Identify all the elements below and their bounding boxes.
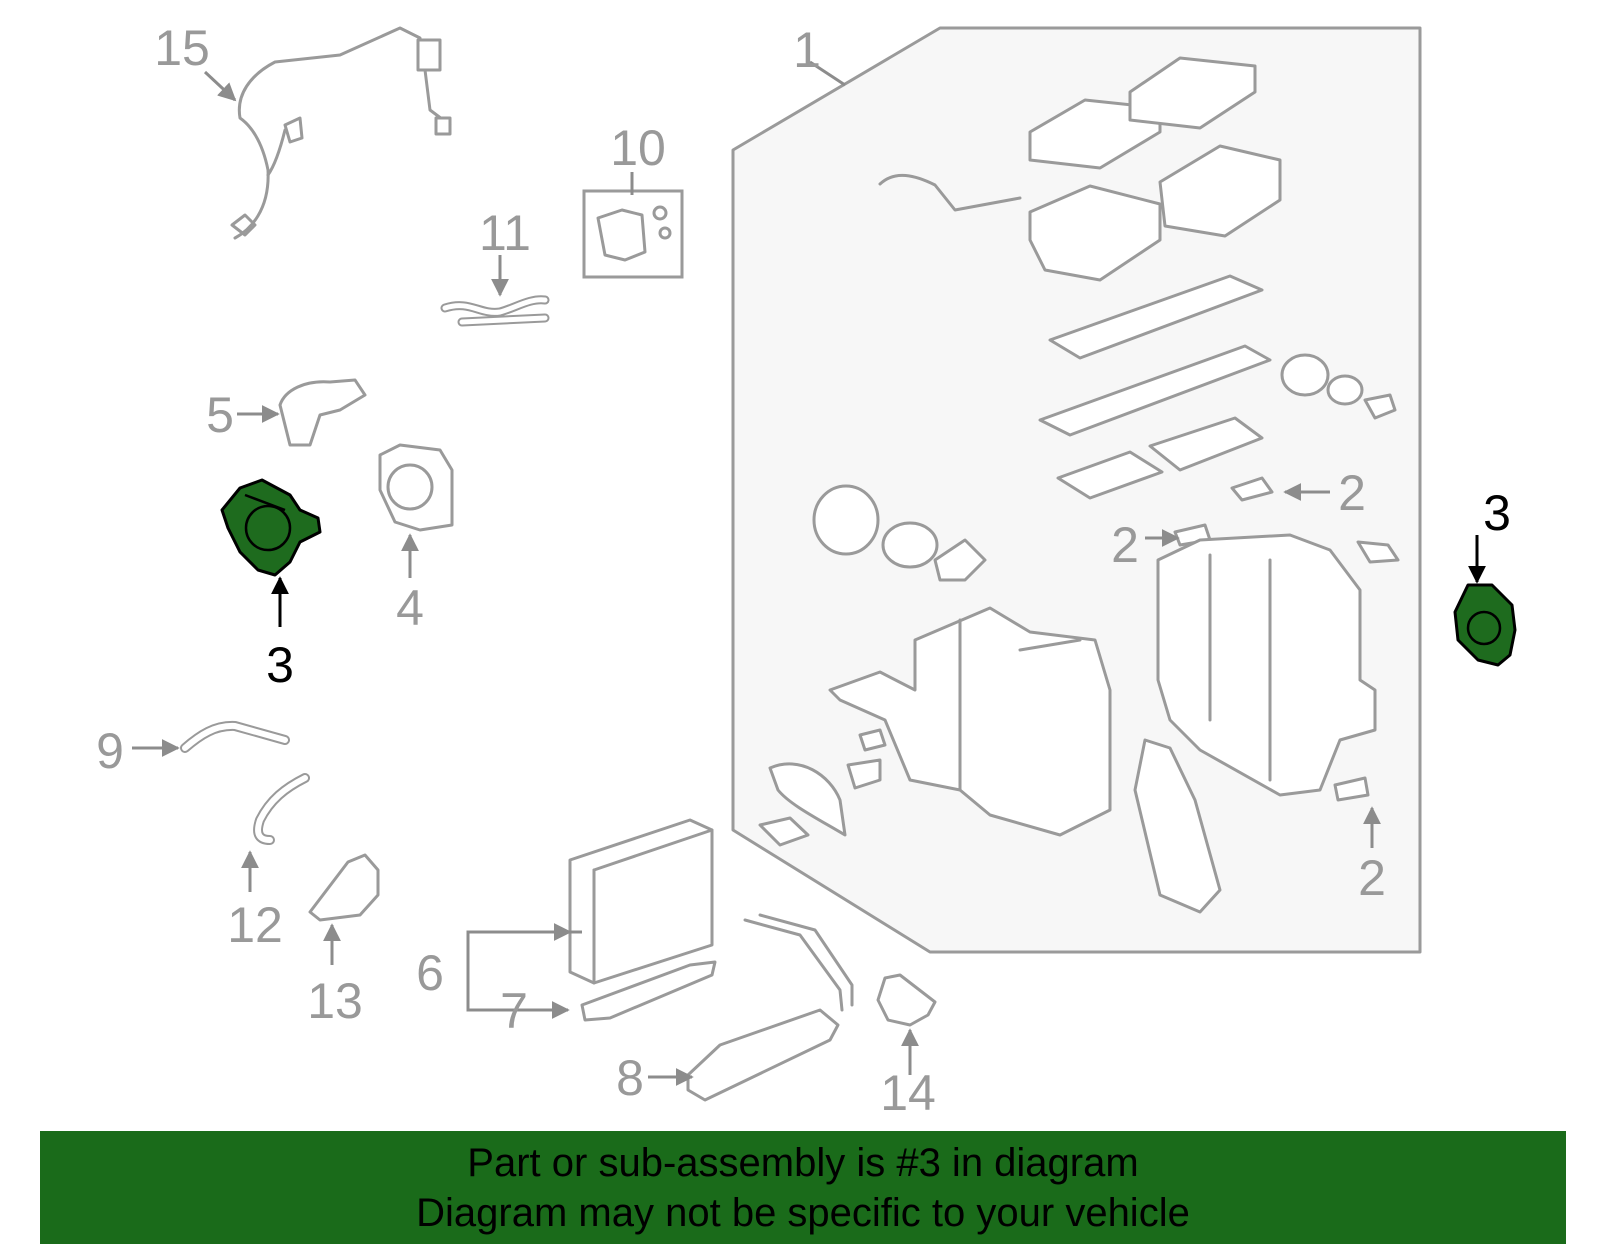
clip-2c — [1333, 776, 1370, 802]
callout-5: 5 — [206, 387, 234, 443]
leader-1 — [809, 60, 846, 87]
callout-2b: 2 — [1111, 517, 1139, 573]
actuator-4 — [378, 443, 454, 578]
wiring-harness — [230, 26, 452, 240]
heater-core-8 — [648, 913, 854, 1102]
actuator-3-left — [220, 478, 322, 627]
footer-banner: Part or sub-assembly is #3 in diagram Di… — [40, 1131, 1566, 1244]
clip-2a — [1230, 476, 1274, 502]
callout-11: 11 — [479, 205, 531, 261]
evaporator-6 — [466, 818, 714, 1019]
callout-4: 4 — [396, 580, 424, 636]
leader-15 — [203, 70, 237, 102]
hvac-case-assembly — [731, 26, 1422, 954]
callout-10: 10 — [610, 120, 666, 176]
hose-12 — [241, 773, 310, 892]
callout-14: 14 — [880, 1065, 936, 1121]
callout-2c: 2 — [1358, 850, 1386, 906]
callout-12: 12 — [227, 897, 283, 953]
callout-8: 8 — [616, 1050, 644, 1106]
callout-3-right: 3 — [1483, 485, 1511, 541]
bracket-14 — [876, 973, 937, 1075]
callout-7: 7 — [500, 983, 528, 1039]
duct-5 — [237, 378, 367, 447]
callout-3-left: 3 — [266, 637, 294, 693]
actuator-3-right — [1453, 535, 1517, 667]
callout-13: 13 — [307, 973, 363, 1029]
callout-15: 15 — [154, 20, 210, 76]
callout-6: 6 — [416, 945, 444, 1001]
callout-1: 1 — [793, 22, 821, 78]
bracket-10 — [582, 172, 684, 279]
hose-11 — [440, 255, 550, 327]
callout-9: 9 — [96, 723, 124, 779]
footer-line-1: Part or sub-assembly is #3 in diagram — [467, 1141, 1139, 1185]
hose-9 — [132, 720, 290, 757]
callout-2a: 2 — [1338, 465, 1366, 521]
seal-7 — [580, 960, 717, 1022]
footer-line-2: Diagram may not be specific to your vehi… — [416, 1191, 1190, 1235]
bracket-13 — [308, 853, 380, 965]
